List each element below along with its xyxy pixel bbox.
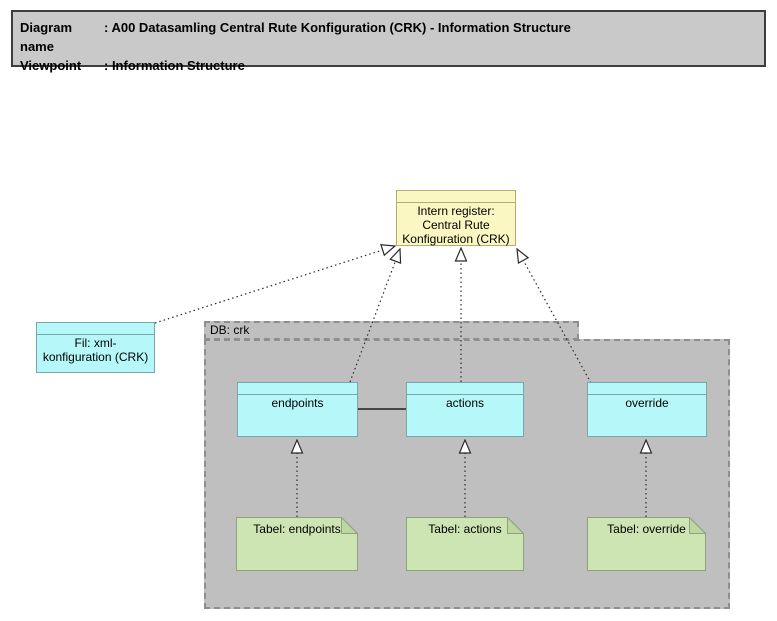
node-override-label: override — [625, 396, 669, 410]
viewpoint-label: Viewpoint — [20, 58, 82, 73]
node-intern-register[interactable]: Intern register: Central Rute Konfigurat… — [396, 190, 516, 246]
group-db-crk-tab[interactable]: DB: crk — [204, 321, 579, 340]
node-endpoints-label: endpoints — [271, 396, 324, 410]
node-endpoints[interactable]: endpoints — [237, 382, 358, 437]
diagram-name-label: Diagram name — [20, 20, 73, 54]
note-tabel-override[interactable]: Tabel: override — [587, 516, 707, 571]
diagram-name-value: : A00 Datasamling Central Rute Konfigura… — [104, 20, 571, 35]
note-tabel-override-label: Tabel: override — [607, 522, 686, 536]
node-endpoints-header — [238, 383, 357, 395]
note-shape — [587, 516, 707, 571]
node-fil-xml-konfiguration[interactable]: Fil: xml- konfiguration (CRK) — [36, 322, 155, 373]
note-shape — [236, 516, 359, 571]
diagram-name-row: Diagram name : A00 Datasamling Central R… — [20, 18, 757, 56]
node-fil-xml-label: Fil: xml- konfiguration (CRK) — [42, 336, 149, 364]
note-tabel-actions-label: Tabel: actions — [428, 522, 502, 536]
node-intern-register-header — [397, 191, 515, 203]
realization-endpoints-to-intern-register[interactable] — [349, 249, 400, 383]
realization-override-to-intern-register[interactable] — [517, 249, 592, 384]
diagram-title-box[interactable]: Diagram name : A00 Datasamling Central R… — [11, 10, 766, 73]
node-actions-header — [407, 383, 523, 395]
node-fil-xml-header — [37, 323, 154, 335]
group-db-crk-label: DB: crk — [210, 323, 250, 337]
node-override[interactable]: override — [587, 382, 707, 437]
node-actions[interactable]: actions — [406, 382, 524, 437]
note-tabel-endpoints-label: Tabel: endpoints — [253, 522, 341, 536]
realization-fil-to-intern-register[interactable] — [154, 246, 395, 324]
note-tabel-actions[interactable]: Tabel: actions — [406, 516, 525, 571]
node-intern-register-label: Intern register: Central Rute Konfigurat… — [402, 204, 510, 246]
node-actions-label: actions — [445, 396, 485, 410]
viewpoint-value: : Information Structure — [104, 58, 245, 73]
note-shape — [406, 516, 525, 571]
note-tabel-endpoints[interactable]: Tabel: endpoints — [236, 516, 359, 571]
node-override-header — [588, 383, 706, 395]
viewpoint-row: Viewpoint : Information Structure — [20, 56, 757, 75]
